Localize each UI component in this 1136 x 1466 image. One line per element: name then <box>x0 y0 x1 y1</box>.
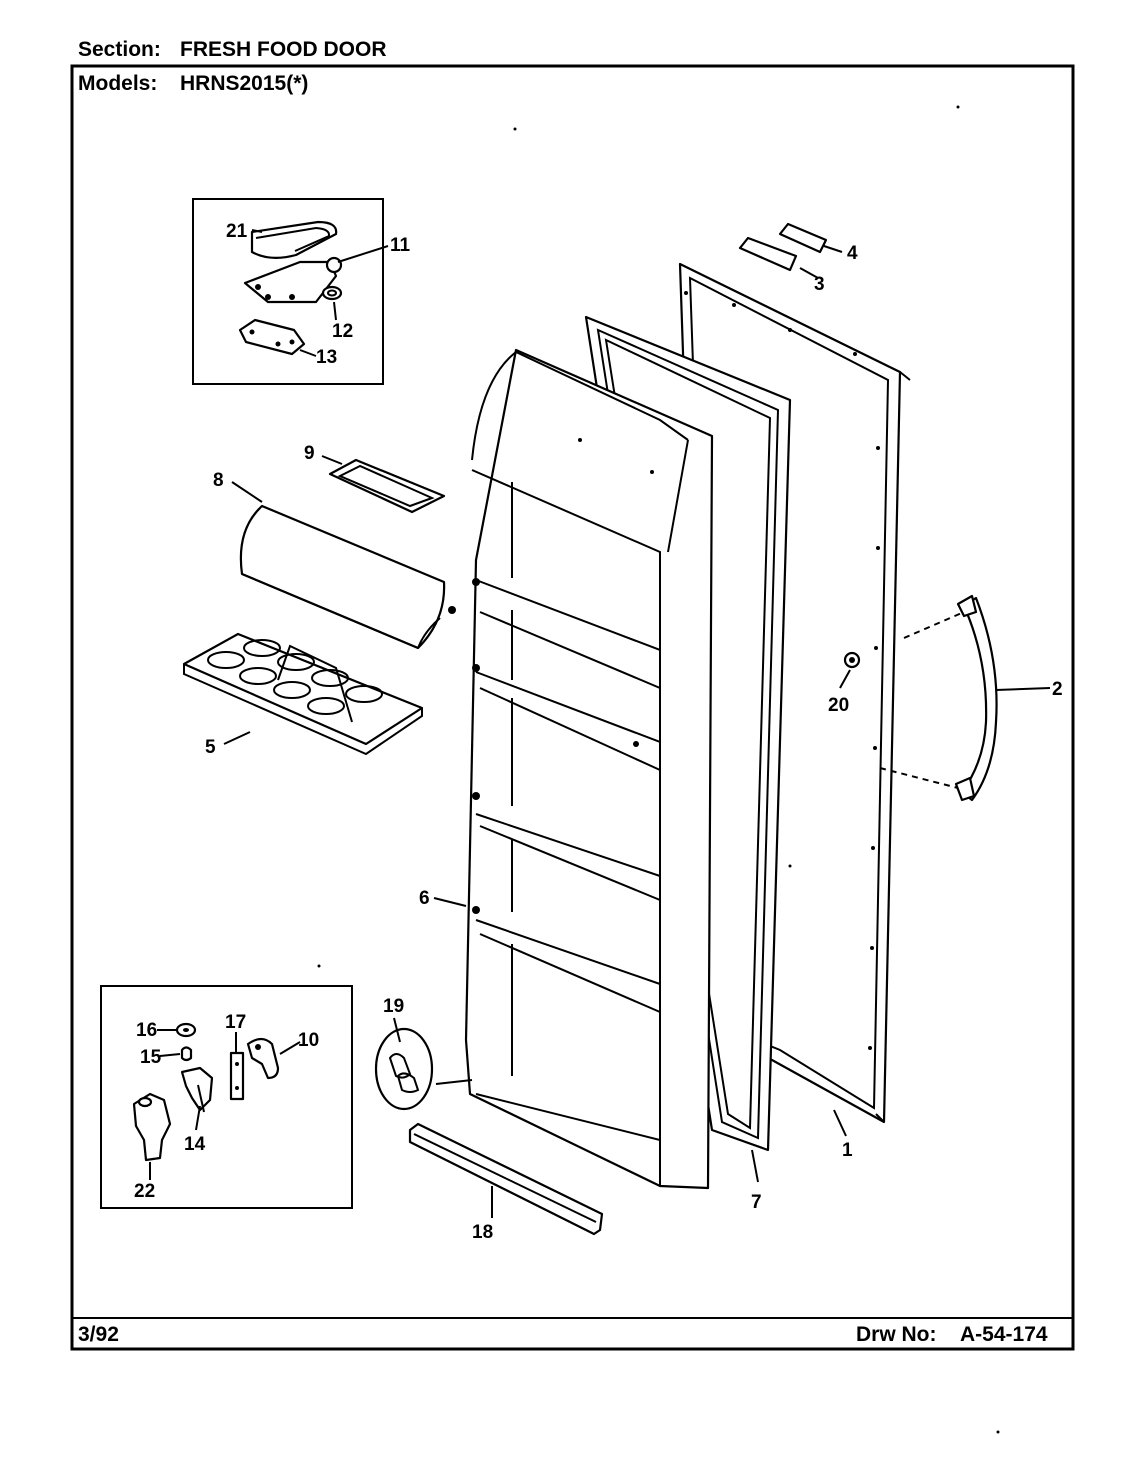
hinge-block-part-22 <box>132 1092 172 1162</box>
hinge-shim-part-13 <box>238 318 306 356</box>
callout-10: 10 <box>298 1030 319 1051</box>
callout-7: 7 <box>751 1192 762 1213</box>
bushing-part-15 <box>180 1046 193 1062</box>
hinge-part-11 <box>243 260 338 304</box>
washer-part-12 <box>321 285 343 301</box>
models-value: HRNS2015(*) <box>180 72 308 95</box>
plate-part-17 <box>229 1051 245 1101</box>
callout-17: 17 <box>225 1012 246 1033</box>
callout-numbers: 1 2 3 4 5 6 7 8 9 10 11 12 13 14 15 16 1… <box>134 221 1063 1243</box>
drawing-number-value: A-54-174 <box>960 1323 1048 1346</box>
callout-6: 6 <box>419 888 430 909</box>
scan-specks <box>317 105 1000 1434</box>
callout-22: 22 <box>134 1181 155 1202</box>
panel-edge-screws <box>684 291 880 1050</box>
callout-18: 18 <box>472 1222 493 1243</box>
hinge-inset-box <box>192 198 384 385</box>
hinge-cover-part-21 <box>250 220 338 259</box>
models-label: Models: <box>78 72 157 95</box>
egg-tray-part-5 <box>182 632 424 756</box>
drawing-frame <box>70 64 1075 1351</box>
callout-4: 4 <box>847 243 858 264</box>
kick-plate-part-18 <box>408 1122 604 1236</box>
callout-2: 2 <box>1052 679 1063 700</box>
section-label: Section: <box>78 38 161 61</box>
callout-11: 11 <box>390 235 411 256</box>
section-value: FRESH FOOD DOOR <box>180 38 387 61</box>
door-liner-part-6 <box>464 348 714 1190</box>
callout-14: 14 <box>184 1134 206 1155</box>
callout-13: 13 <box>316 347 337 368</box>
callout-21: 21 <box>226 221 248 242</box>
dairy-door-part-8 <box>239 504 456 650</box>
bracket-part-10 <box>246 1037 280 1080</box>
footer-date: 3/92 <box>78 1323 119 1346</box>
callout-5: 5 <box>205 737 216 758</box>
bottom-hinge-inset-box <box>100 985 353 1209</box>
callout-20: 20 <box>828 695 849 716</box>
drawing-number-label: Drw No: <box>856 1323 937 1346</box>
door-handle-part-2 <box>954 594 998 802</box>
callout-3: 3 <box>814 274 825 295</box>
nameplate-part-3 <box>738 236 798 272</box>
tray-part-9 <box>328 458 446 514</box>
callout-9: 9 <box>304 443 315 464</box>
callout-15: 15 <box>140 1047 162 1068</box>
callout-1: 1 <box>842 1140 853 1161</box>
parts-bag-part-19 <box>374 1027 434 1111</box>
callout-8: 8 <box>213 470 224 491</box>
callout-16: 16 <box>136 1020 157 1041</box>
nameplate-part-4 <box>778 222 828 254</box>
callout-12: 12 <box>332 321 353 342</box>
leader-lines <box>149 229 1051 1218</box>
callout-19: 19 <box>383 996 404 1017</box>
hinge-part-14 <box>180 1066 214 1112</box>
